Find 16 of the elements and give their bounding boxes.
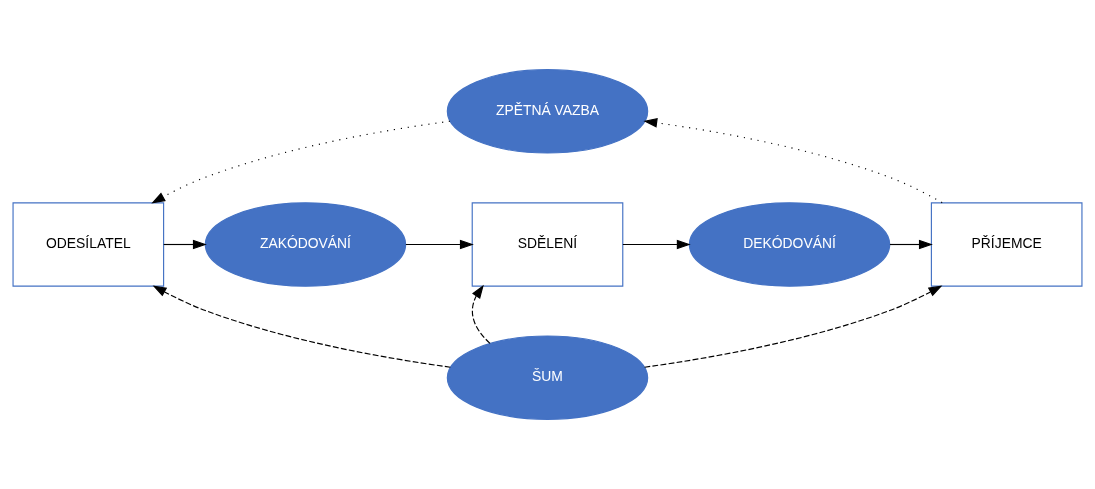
arrow: [471, 284, 491, 344]
node-ellipse: DEKÓDOVÁNÍ: [688, 202, 891, 287]
node-ellipse: ŠUM: [446, 335, 649, 420]
node-box: PŘÍJEMCE: [930, 202, 1083, 287]
arrow: [643, 118, 943, 204]
node-ellipse: ZAKÓDOVÁNÍ: [204, 202, 407, 287]
node-box: ODESÍLATEL: [12, 202, 165, 287]
arrow: [152, 285, 451, 368]
arrow: [405, 239, 474, 250]
arrow: [163, 239, 207, 250]
arrow: [889, 239, 933, 250]
arrow: [644, 285, 943, 368]
arrow: [622, 239, 691, 250]
node-ellipse: ZPĚTNÁ VAZBA: [446, 69, 649, 154]
arrow: [151, 120, 451, 204]
node-box: SDĚLENÍ: [471, 202, 624, 287]
